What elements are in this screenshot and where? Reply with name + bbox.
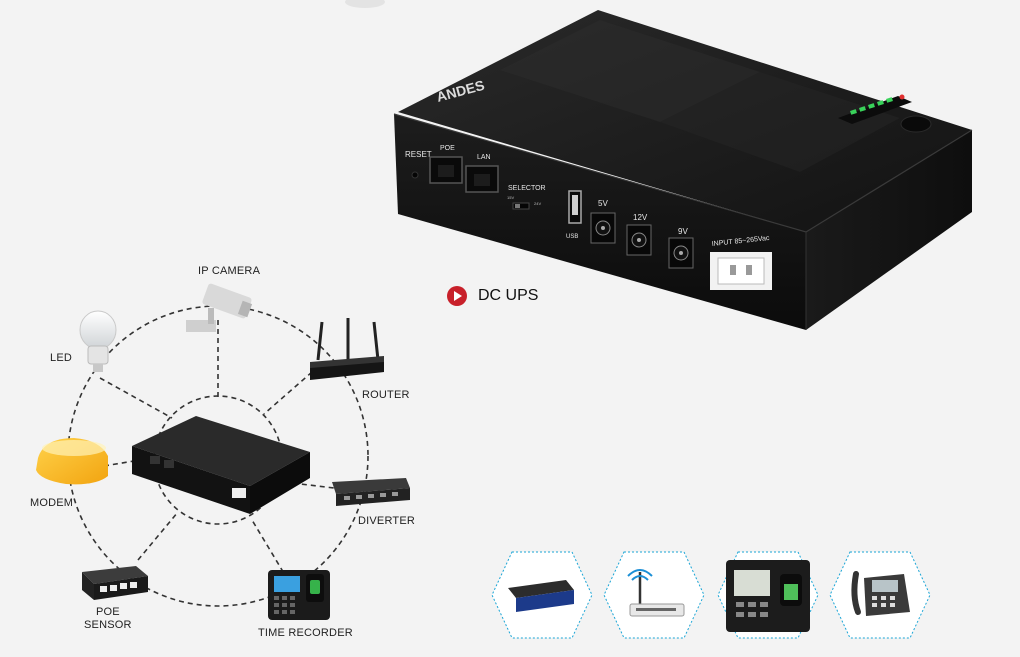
router-label: ROUTER xyxy=(362,389,410,401)
ip-camera-label: IP CAMERA xyxy=(198,265,261,277)
diverter-icon xyxy=(332,478,410,506)
selector-15v-label: 15V xyxy=(507,195,514,200)
modem-icon xyxy=(36,438,108,485)
dc-5v-label: 5V xyxy=(598,199,608,208)
thumbnail-attendance xyxy=(717,551,819,639)
led-bulb-icon xyxy=(79,310,117,372)
thumbnail-switch xyxy=(491,551,593,639)
thumbnail-router xyxy=(603,551,705,639)
sensor-label: SENSOR xyxy=(84,619,132,631)
router-icon xyxy=(310,318,384,380)
selector-24v-label: 24V xyxy=(534,201,541,206)
modem-label: MODEM xyxy=(30,497,74,509)
ups-device-image: ANDES RESET POE LAN SELECTOR 15V 24V xyxy=(393,10,973,330)
selector-label: SELECTOR xyxy=(508,185,546,192)
thumbnail-phone xyxy=(829,551,931,639)
poe-switch-icon xyxy=(82,566,148,600)
product-title: DC UPS xyxy=(446,285,538,307)
dc-12v-label: 12V xyxy=(633,213,648,222)
poe-label: POE xyxy=(96,606,120,618)
diverter-label: DIVERTER xyxy=(358,515,416,527)
led-label: LED xyxy=(50,352,72,364)
poe-port-label: POE xyxy=(440,145,455,152)
time-recorder-icon xyxy=(268,570,330,620)
play-icon xyxy=(447,286,467,306)
ups-diagram-device xyxy=(132,416,310,514)
dc-9v-label: 9V xyxy=(678,227,688,236)
reset-label: RESET xyxy=(405,150,432,159)
ip-camera-icon xyxy=(186,283,253,332)
lan-port-label: LAN xyxy=(477,154,491,161)
time-recorder-label: TIME RECORDER xyxy=(258,627,353,639)
usb-port-label: USB xyxy=(566,234,578,240)
product-title-text: DC UPS xyxy=(478,287,539,304)
battery-level-indicator xyxy=(838,94,932,133)
